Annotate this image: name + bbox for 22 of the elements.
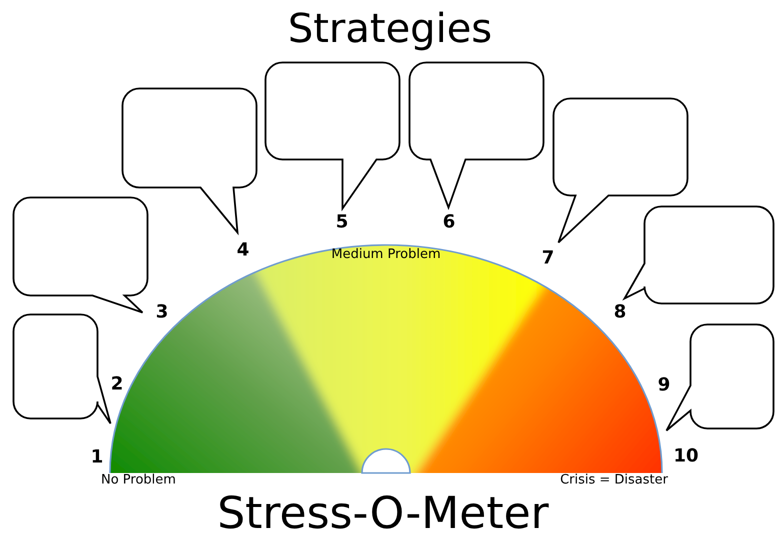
speech-bubble [622,204,774,304]
speech-bubble [12,312,112,424]
gauge-label: Medium Problem [331,248,441,263]
scale-number: 4 [236,240,250,262]
scale-number: 2 [110,374,124,396]
scale-label: No Problem [101,474,176,488]
scale-label: Crisis = Disaster [560,474,668,488]
heading: Strategies [288,7,492,51]
scale-number: 10 [673,446,699,468]
scale-number: 5 [336,212,348,234]
speech-bubble [264,60,400,210]
scale-number: 8 [614,302,626,324]
meter-title: Stress-O-Meter [217,490,549,538]
speech-bubble [12,196,148,314]
scale-number: 7 [542,248,554,270]
speech-bubble [120,86,258,234]
scale-number: 1 [90,448,104,468]
scale-number: 3 [156,302,168,324]
speech-bubble [408,60,544,208]
scale-number: 6 [442,212,456,234]
speech-bubble [552,96,688,244]
scale-number: 9 [658,376,670,396]
